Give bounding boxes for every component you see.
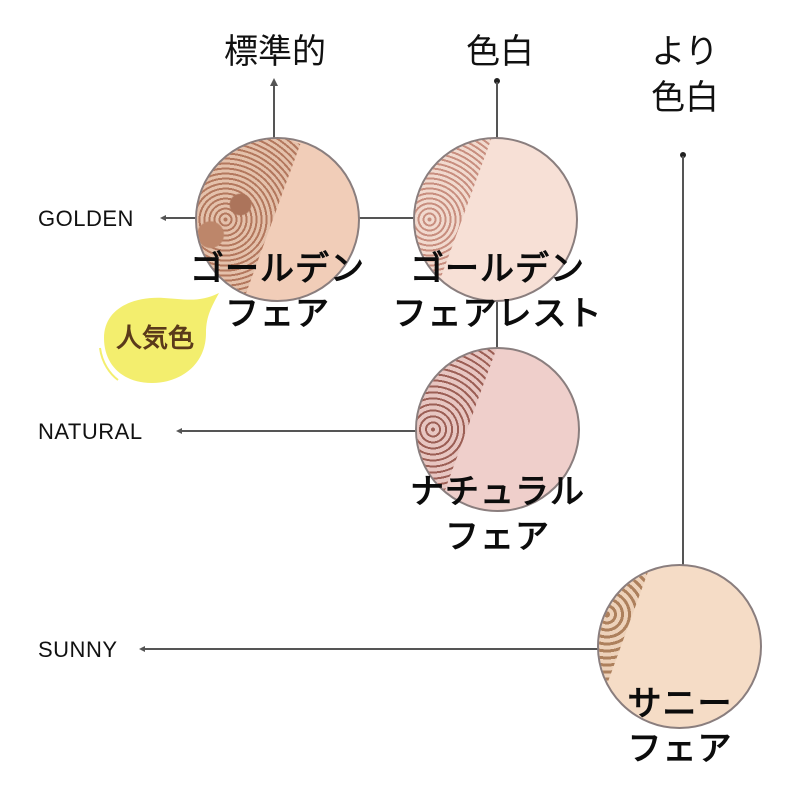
column-header-standard: 標準的 <box>224 32 326 72</box>
product-name-line1: ゴールデン <box>410 249 585 289</box>
column-line-more-fair <box>682 156 684 566</box>
column-line-fair-lower <box>496 300 498 355</box>
product-name-line1: ゴールデン <box>190 249 365 289</box>
column-header-more-fair-line1: より <box>651 32 719 72</box>
product-name-natural-fair: ナチュラル フェア <box>400 470 595 560</box>
row-line-natural <box>181 430 417 432</box>
row-line-sunny <box>144 648 599 650</box>
product-name-line2: フェアレスト <box>392 293 603 334</box>
product-name-line2: フェア <box>627 728 733 769</box>
product-name-line1: ナチュラル <box>410 472 585 512</box>
row-label-golden: GOLDEN <box>38 206 134 231</box>
column-header-more-fair-line2: 色白 <box>651 77 719 118</box>
column-line-standard <box>273 84 275 138</box>
arrow-up-icon <box>270 78 278 86</box>
product-name-golden-fair: ゴールデン フェア <box>180 247 375 337</box>
product-name-golden-fairest: ゴールデン フェアレスト <box>390 247 605 337</box>
arrow-left-icon <box>160 215 166 221</box>
swatch-sunny-fair[interactable] <box>597 564 762 729</box>
swatch-golden-fairest[interactable] <box>413 137 578 302</box>
column-header-fair: 色白 <box>466 32 534 72</box>
powder-texture <box>599 566 652 684</box>
speech-bubble-icon <box>99 293 219 383</box>
arrow-left-icon <box>139 646 145 652</box>
product-name-line2: フェア <box>445 516 550 557</box>
product-name-line1: サニー <box>627 684 733 724</box>
column-header-more-fair: より 色白 <box>615 30 755 122</box>
row-line-golden-between <box>355 217 415 219</box>
popular-badge: 人気色 <box>94 288 220 388</box>
row-label-sunny: SUNNY <box>38 637 118 662</box>
product-name-sunny-fair: サニー フェア <box>590 682 770 772</box>
swatch-golden-fair[interactable] <box>195 137 360 302</box>
row-label-natural: NATURAL <box>38 419 143 444</box>
column-dot-fair <box>494 78 500 84</box>
arrow-left-icon <box>176 428 182 434</box>
swatch-natural-fair[interactable] <box>415 347 580 512</box>
product-name-line2: フェア <box>225 293 330 334</box>
popular-badge-label: 人気色 <box>116 324 195 354</box>
column-line-fair <box>496 82 498 138</box>
column-dot-more-fair <box>680 152 686 158</box>
row-line-golden <box>165 217 197 219</box>
